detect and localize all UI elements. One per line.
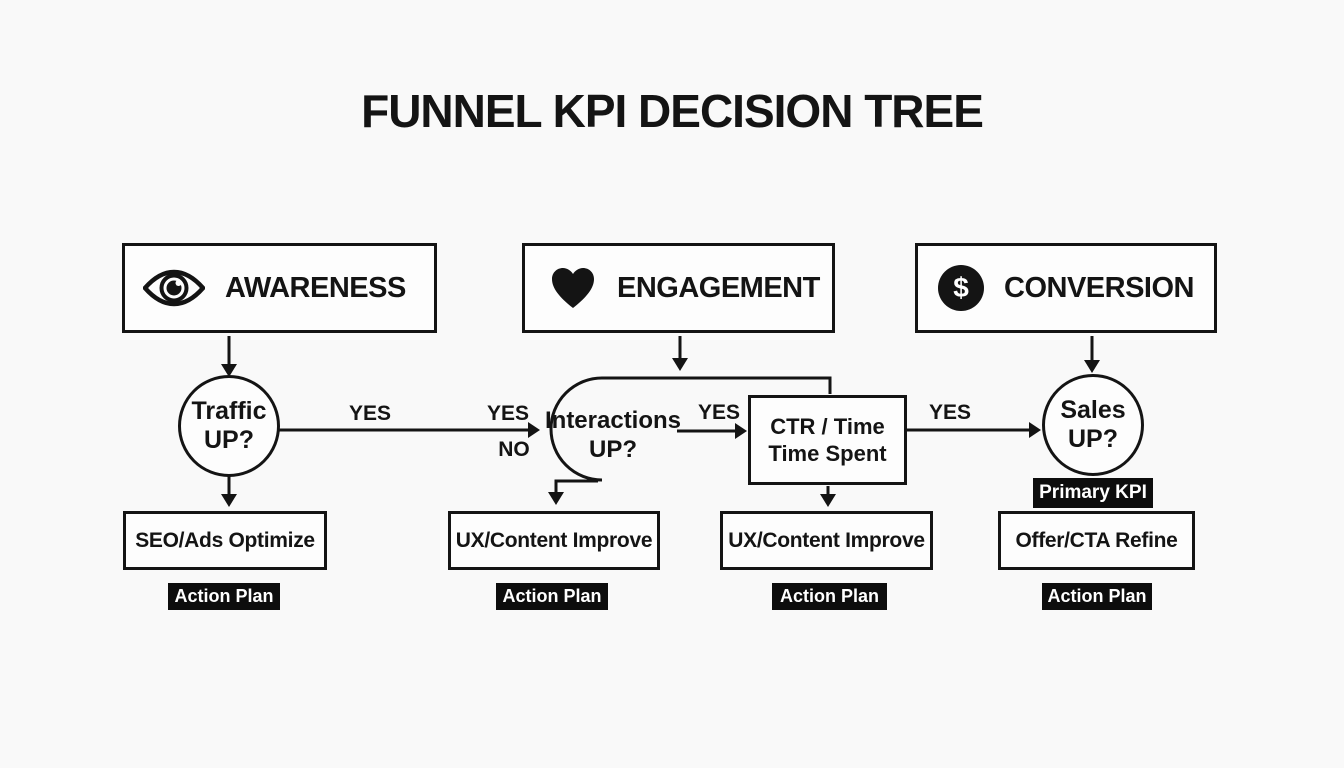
stage-box-engagement: ENGAGEMENT	[522, 243, 835, 333]
heart-icon	[552, 268, 594, 308]
action-plan-badge-1: Action Plan	[168, 583, 280, 610]
action-box-ux-content-2: UX/Content Improve	[720, 511, 933, 570]
arrow-interactions-to-ux-box	[548, 479, 598, 505]
decision-interactions-line1: Interactions	[544, 407, 682, 434]
decision-sales-line1: Sales	[1060, 396, 1126, 424]
stage-label-awareness: AWARENESS	[225, 271, 406, 304]
decision-node-interactions: Interactions UP?	[513, 406, 713, 464]
arrow-traffic-to-seo-box	[221, 476, 237, 507]
metric-line2: Time Spent	[768, 441, 887, 466]
page-title: FUNNEL KPI DECISION TREE	[361, 85, 984, 137]
edge-label-traffic-yes-far: YES	[486, 402, 530, 425]
arrow-awareness-to-traffic	[221, 336, 237, 377]
decision-sales-line2: UP?	[1068, 425, 1118, 453]
edge-label-traffic-yes-near: YES	[348, 402, 392, 425]
stage-label-engagement: ENGAGEMENT	[617, 271, 820, 304]
action-plan-badge-2: Action Plan	[496, 583, 608, 610]
eye-icon	[143, 269, 205, 307]
dollar-symbol: $	[953, 272, 969, 303]
metric-line1: CTR / Time	[770, 414, 885, 439]
arrow-engagement-to-interactions	[672, 336, 688, 371]
decision-interactions-line2: UP?	[589, 436, 637, 463]
decision-node-traffic: Traffic UP?	[178, 375, 280, 477]
arrow-metric-to-ux-box	[820, 486, 836, 507]
action-plan-badge-4: Action Plan	[1042, 583, 1152, 610]
edge-label-traffic-no: NO	[498, 438, 530, 461]
stage-label-conversion: CONVERSION	[1004, 271, 1194, 304]
action-plan-badge-3: Action Plan	[772, 583, 887, 610]
decision-traffic-line2: UP?	[204, 426, 254, 454]
arrow-conversion-to-sales	[1084, 336, 1100, 373]
action-box-ux-content-1: UX/Content Improve	[448, 511, 660, 570]
stage-box-awareness: AWARENESS	[122, 243, 437, 333]
decision-traffic-line1: Traffic	[191, 397, 267, 425]
action-box-offer-cta: Offer/CTA Refine	[998, 511, 1195, 570]
edge-label-interactions-yes: YES	[697, 401, 741, 424]
metric-box-ctr-time: CTR / Time Time Spent	[748, 395, 907, 485]
dollar-circle-icon: $	[938, 265, 984, 311]
stage-box-conversion: $ CONVERSION	[915, 243, 1217, 333]
decision-node-sales: Sales UP?	[1042, 374, 1144, 476]
primary-kpi-badge: Primary KPI	[1033, 478, 1153, 508]
action-box-seo-ads: SEO/Ads Optimize	[123, 511, 327, 570]
edge-label-metric-yes: YES	[928, 401, 972, 424]
